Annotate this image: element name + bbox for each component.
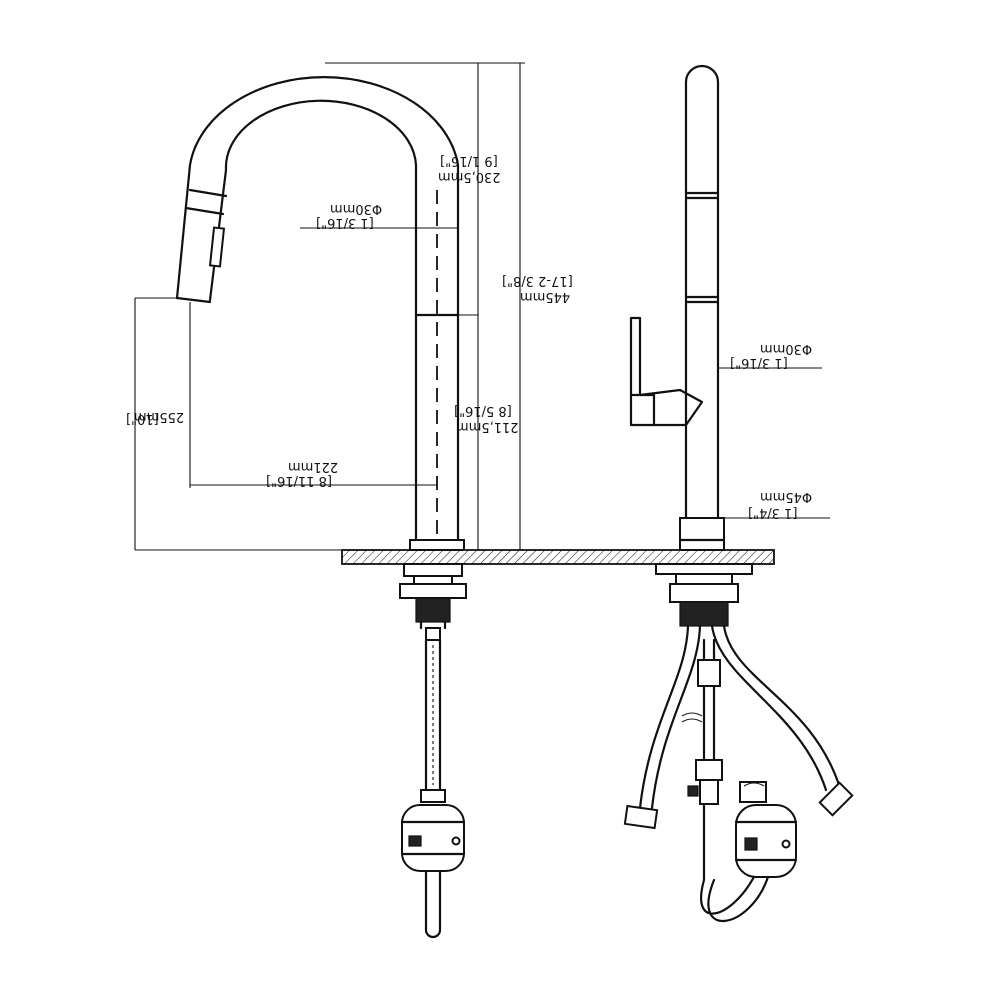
spray-height-in: [10"] bbox=[126, 411, 159, 426]
side-spray-hose bbox=[702, 638, 716, 762]
dimension-lines bbox=[134, 62, 830, 551]
spout-lower-mm: 211,5mm bbox=[456, 419, 519, 434]
dimension-labels: Φ30mm [1 3/16"] 230,5mm [9 1/16"] 445mm … bbox=[126, 153, 812, 520]
side-cold-nut bbox=[818, 781, 854, 817]
reach-mm: 221mm bbox=[288, 459, 338, 474]
spray-button bbox=[208, 226, 226, 268]
countertop bbox=[341, 549, 775, 565]
side-handle bbox=[629, 316, 704, 427]
spray-height-mm: 255mm bbox=[134, 409, 184, 424]
side-mounting-hardware bbox=[623, 563, 854, 922]
spout-inner-outline bbox=[208, 99, 418, 542]
side-diameter-mm: Φ30mm bbox=[760, 341, 812, 356]
front-mounting-hardware bbox=[399, 563, 467, 939]
spout-diameter-in: [1 3/16"] bbox=[316, 215, 374, 230]
side-cold-hose bbox=[710, 624, 828, 792]
spout-lower-in: [8 5/16"] bbox=[454, 403, 512, 418]
base-diameter-in: [1 3/4"] bbox=[748, 505, 797, 520]
total-height-mm: 445mm bbox=[520, 289, 570, 304]
reach-in: [8 11/16"] bbox=[266, 473, 332, 488]
side-hot-nut bbox=[623, 804, 659, 830]
front-hose bbox=[424, 638, 442, 792]
spout-top-mm: 230,5mm bbox=[438, 169, 501, 184]
side-base bbox=[679, 517, 725, 551]
side-hot-hose bbox=[638, 624, 690, 810]
side-diameter-in: [1 3/16"] bbox=[730, 355, 788, 370]
spray-head bbox=[175, 188, 228, 304]
base-diameter-mm: Φ45mm bbox=[760, 489, 812, 504]
spout-base-ring bbox=[409, 539, 465, 551]
spout-outer-outline bbox=[175, 76, 460, 542]
side-body-outline bbox=[684, 64, 720, 520]
side-view bbox=[629, 64, 726, 551]
spout-top-in: [9 1/16"] bbox=[440, 153, 498, 168]
total-height-in: [17-2 3/8"] bbox=[502, 273, 573, 288]
spout-diameter-mm: Φ30mm bbox=[330, 201, 382, 216]
